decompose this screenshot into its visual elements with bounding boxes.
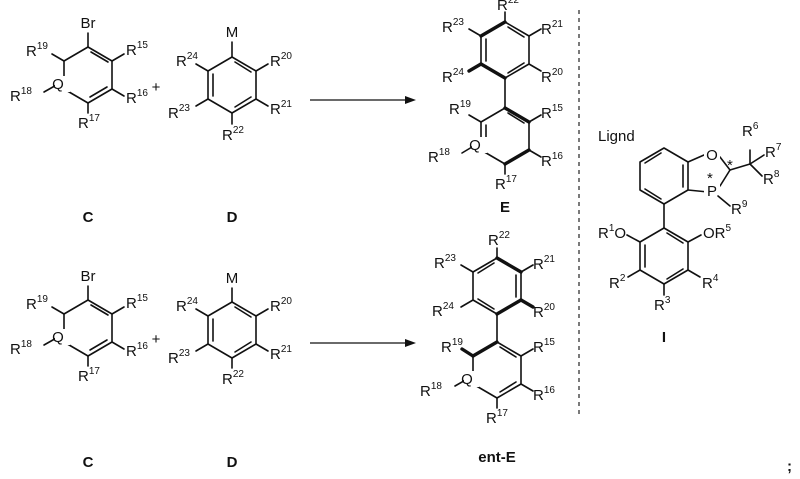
stereo-star-p: * (707, 170, 713, 187)
terminal-semicolon: ; (787, 458, 792, 475)
svg-text:R22: R22 (222, 369, 244, 388)
stereo-star-c: * (727, 157, 733, 174)
atom-m: M (226, 24, 239, 41)
svg-text:R1O: R1O (598, 223, 626, 242)
svg-text:R4: R4 (702, 273, 719, 292)
svg-text:R19: R19 (441, 337, 463, 356)
atom-q: Q (52, 76, 64, 93)
svg-text:R23: R23 (442, 17, 464, 36)
svg-text:R24: R24 (176, 296, 198, 315)
svg-text:R19: R19 (26, 41, 48, 60)
svg-text:R15: R15 (541, 103, 563, 122)
svg-text:R18: R18 (10, 86, 32, 105)
svg-text:R7: R7 (765, 142, 782, 161)
atom-br: Br (81, 15, 96, 32)
atom-br-bottom: Br (81, 268, 96, 285)
caption-c-bottom: C (83, 454, 94, 471)
atom-p: P (707, 183, 717, 200)
plus-sign-top: + (152, 79, 161, 96)
svg-text:R16: R16 (533, 385, 555, 404)
caption-ent-e: ent-E (478, 449, 516, 466)
compound-c-bottom: Br Q R15 R16 R17 R18 R19 (10, 268, 148, 385)
svg-text:R24: R24 (432, 301, 454, 320)
svg-text:OR5: OR5 (703, 223, 732, 242)
reaction-arrow-top (310, 96, 416, 104)
svg-text:R21: R21 (541, 19, 563, 38)
svg-text:R24: R24 (176, 51, 198, 70)
caption-d-bottom: D (227, 454, 238, 471)
compound-e: Q R22 R21 R20 R23 R24 R19 R15 R16 R17 R1… (428, 0, 563, 193)
atom-q-ent-e: Q (461, 371, 473, 388)
svg-text:R9: R9 (731, 199, 748, 218)
svg-text:R20: R20 (270, 51, 292, 70)
atom-q-bottom: Q (52, 329, 64, 346)
atom-m-bottom: M (226, 270, 239, 287)
svg-text:R22: R22 (497, 0, 519, 14)
svg-text:R2: R2 (609, 273, 626, 292)
svg-text:R19: R19 (449, 99, 471, 118)
svg-text:R17: R17 (78, 366, 100, 385)
svg-text:R6: R6 (742, 121, 759, 140)
reaction-arrow-bottom (310, 339, 416, 347)
svg-text:R20: R20 (541, 67, 563, 86)
svg-text:R22: R22 (222, 125, 244, 144)
svg-text:R21: R21 (270, 344, 292, 363)
svg-text:R3: R3 (654, 295, 671, 314)
plus-sign-bottom: + (152, 331, 161, 348)
svg-text:R17: R17 (78, 113, 100, 132)
svg-text:R16: R16 (541, 151, 563, 170)
compound-d-bottom: M R20 R21 R22 R23 R24 (168, 270, 292, 388)
svg-text:R20: R20 (270, 296, 292, 315)
svg-text:R15: R15 (126, 40, 148, 59)
svg-text:R19: R19 (26, 294, 48, 313)
svg-text:R23: R23 (168, 103, 190, 122)
svg-text:R18: R18 (428, 147, 450, 166)
svg-text:R23: R23 (434, 253, 456, 272)
caption-c-top: C (83, 209, 94, 226)
svg-text:R21: R21 (533, 254, 555, 273)
svg-text:R16: R16 (126, 88, 148, 107)
svg-text:R15: R15 (533, 337, 555, 356)
atom-q-e: Q (469, 137, 481, 154)
svg-text:R22: R22 (488, 230, 510, 249)
ligand-i: Lignd O P * * R6 R7 R8 R9 (598, 121, 782, 314)
svg-text:R16: R16 (126, 341, 148, 360)
compound-d-top: M R20 R21 R22 R23 R24 (168, 24, 292, 144)
svg-text:R23: R23 (168, 348, 190, 367)
svg-text:R15: R15 (126, 293, 148, 312)
svg-text:R18: R18 (420, 381, 442, 400)
atom-o-ring: O (706, 147, 718, 164)
caption-e: E (500, 199, 510, 216)
caption-d-top: D (227, 209, 238, 226)
svg-text:R18: R18 (10, 339, 32, 358)
compound-ent-e: Q R22 R21 R20 R23 R24 R19 R15 R16 R17 R1… (420, 230, 555, 427)
ligand-title: Lignd (598, 128, 635, 145)
caption-ligand-i: I (662, 329, 666, 346)
svg-text:R21: R21 (270, 99, 292, 118)
svg-text:R17: R17 (495, 174, 517, 193)
svg-text:R8: R8 (763, 169, 780, 188)
svg-text:R17: R17 (486, 408, 508, 427)
svg-text:R24: R24 (442, 67, 464, 86)
compound-c-top: Br Q R15 R16 R17 R18 R19 (10, 15, 148, 132)
svg-text:R20: R20 (533, 302, 555, 321)
